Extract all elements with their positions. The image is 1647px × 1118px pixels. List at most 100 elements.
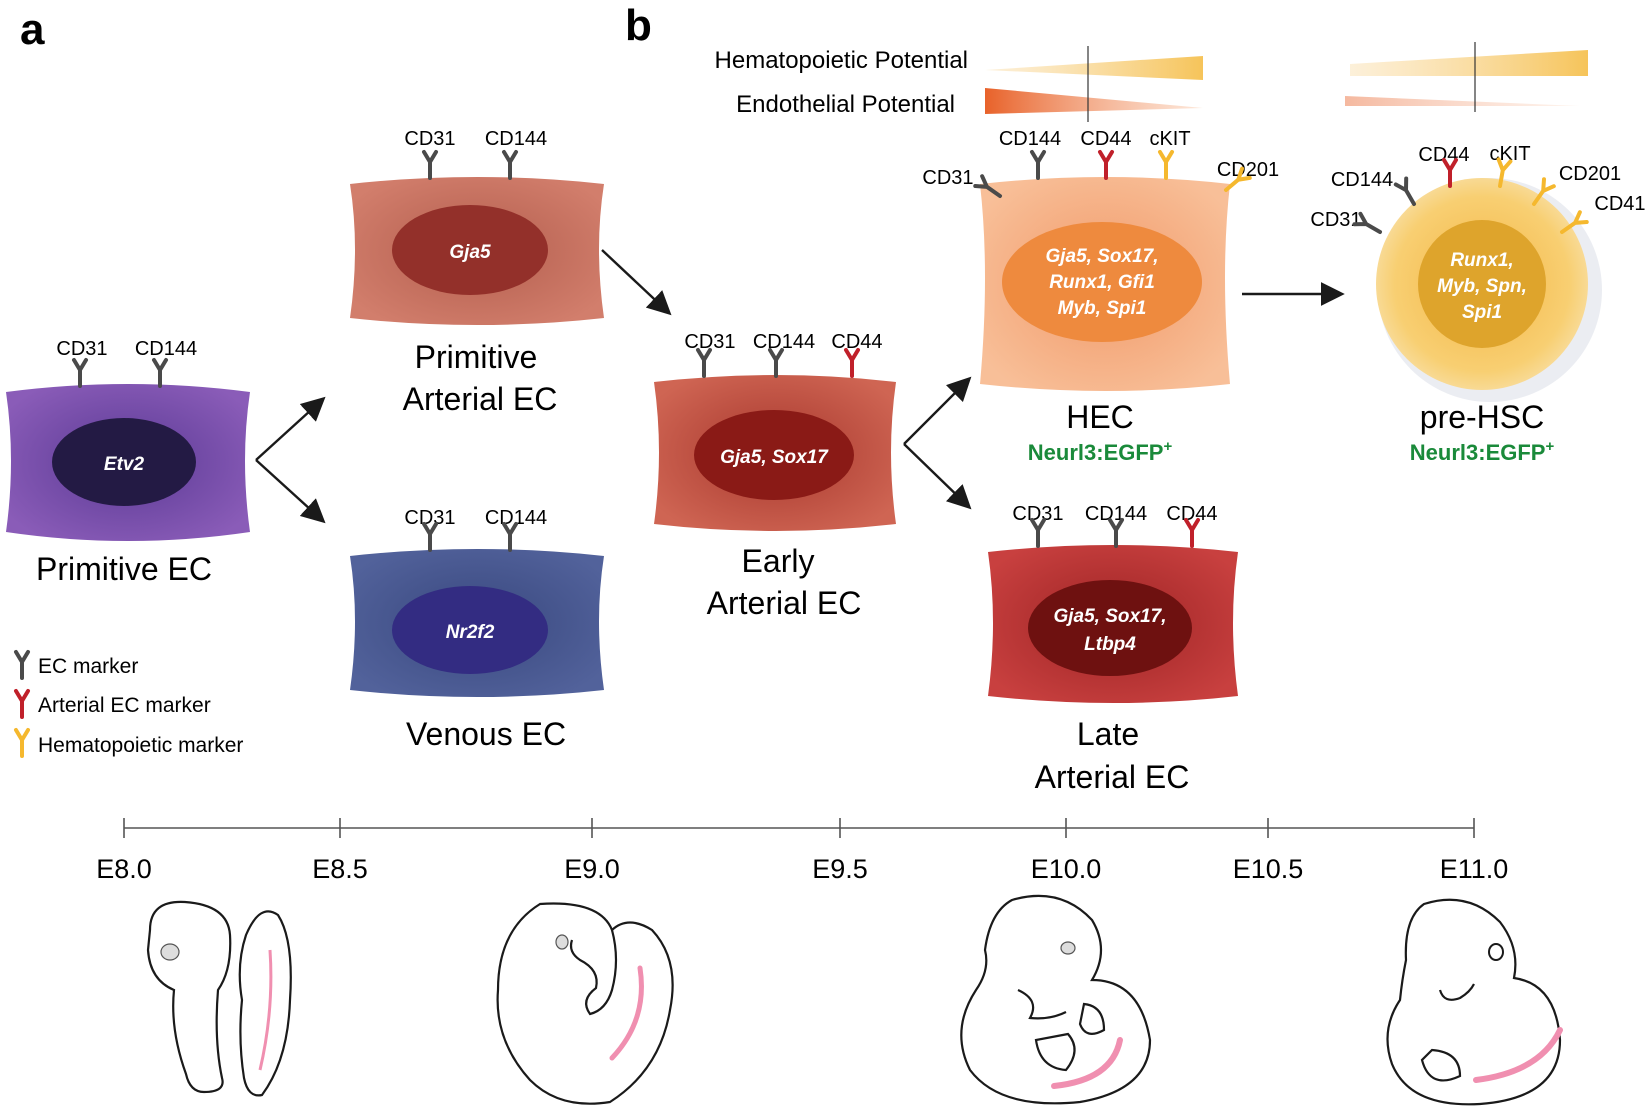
venous-cd31-glyph	[422, 522, 438, 552]
early-arterial-cd31-glyph	[696, 348, 712, 378]
timeline-tick-label: E8.5	[312, 854, 368, 884]
hec-gene-line3: Myb, Spi1	[1058, 298, 1147, 319]
legend: EC marker Arterial EC marker Hematopoiet…	[14, 650, 243, 758]
venous-ec-cell: Nr2f2 CD31 CD144 Venous EC	[350, 507, 604, 752]
endothelial-potential-label: Endothelial Potential	[736, 91, 955, 118]
marker-glyph-layer	[72, 150, 1589, 552]
embryo-e8	[146, 900, 292, 1097]
late-arterial-ec-marker-cd44: CD44	[1166, 503, 1217, 525]
hec-marker-ckit: cKIT	[1149, 128, 1190, 150]
legend-label-hematopoietic-marker: Hematopoietic marker	[38, 734, 243, 757]
early-arterial-ec-marker-cd44: CD44	[831, 331, 882, 353]
hec-reporter: Neurl3:EGFP+	[1028, 438, 1173, 465]
hec-gene-line1: Gja5, Sox17,	[1045, 246, 1158, 267]
hec-marker-cd144: CD144	[999, 128, 1061, 150]
late-arterial-ec-marker-cd31: CD31	[1012, 503, 1063, 525]
primitive-ec-marker-cd144: CD144	[135, 338, 197, 360]
legend-glyph-2	[14, 728, 30, 758]
primitive-ec-marker-cd31: CD31	[56, 338, 107, 360]
primitive-arterial-ec-gene: Gja5	[449, 242, 491, 263]
timeline-tick-label: E8.0	[96, 854, 152, 884]
pre-hsc-cell: Runx1, Myb, Spn, Spi1 CD31 CD144 CD44 cK…	[1310, 143, 1645, 465]
early-arterial-ec-cell: Gja5, Sox17 CD31 CD144 CD44 Early Arteri…	[654, 331, 896, 621]
pre-hsc-cd31-glyph	[1352, 211, 1382, 234]
endothelial-potential-wedge-prehsc	[1345, 96, 1580, 106]
embryo-e11-vessel	[1473, 1027, 1563, 1083]
panel-label-a: a	[20, 5, 45, 54]
venous-ec-nucleus	[392, 586, 548, 674]
late-arterial-cd144-glyph	[1108, 518, 1124, 548]
venous-cd144-glyph	[502, 522, 518, 552]
hec-cd44-glyph	[1098, 150, 1114, 180]
hematopoietic-potential-label: Hematopoietic Potential	[715, 47, 968, 74]
primitive-ec-cd144-glyph	[152, 358, 168, 388]
hec-cd31-glyph	[973, 174, 1002, 198]
hec-gene-line2: Runx1, Gfi1	[1049, 272, 1155, 293]
early-arterial-ec-marker-cd144: CD144	[753, 331, 815, 353]
primitive-arterial-ec-label-line1: Primitive	[415, 339, 538, 375]
early-arterial-cd44-glyph	[844, 348, 860, 378]
pre-hsc-marker-cd41: CD41	[1594, 193, 1645, 215]
embryo-e9	[496, 902, 674, 1105]
arrow-early-to-late	[903, 443, 972, 510]
venous-ec-marker-cd31: CD31	[404, 507, 455, 529]
hematopoietic-potential-wedge-prehsc	[1350, 50, 1588, 76]
hec-label: HEC	[1066, 399, 1134, 435]
timeline-tick-label: E11.0	[1440, 854, 1509, 884]
hec-marker-cd201: CD201	[1217, 159, 1279, 181]
primitive-ec-cd31-glyph	[72, 358, 88, 388]
hec-marker-cd31: CD31	[922, 167, 973, 189]
late-arterial-ec-nucleus	[1028, 580, 1192, 676]
primitive-ec-cell: Etv2 CD31 CD144 Primitive EC	[6, 338, 250, 587]
legend-label-ec-marker: EC marker	[38, 655, 138, 678]
venous-ec-gene: Nr2f2	[446, 622, 495, 643]
primitive-ec-gene: Etv2	[104, 454, 145, 475]
endothelial-potential-wedge-hec	[985, 88, 1203, 114]
hec-ckit-glyph	[1158, 150, 1174, 180]
late-arterial-ec-marker-cd144: CD144	[1085, 503, 1147, 525]
primitive-ec-nucleus	[52, 418, 196, 506]
hec-cell: Gja5, Sox17, Runx1, Gfi1 Myb, Spi1 CD31 …	[922, 128, 1279, 465]
pre-hsc-cd144-glyph	[1393, 176, 1416, 206]
primitive-arterial-ec-cell: Gja5 CD31 CD144 Primitive Arterial EC	[350, 128, 604, 417]
panel-label-b: b	[625, 1, 652, 50]
lineage-arrows	[255, 249, 1345, 524]
arrow-primitive-to-arterial	[255, 396, 326, 461]
pre-hsc-gene-line1: Runx1,	[1450, 250, 1513, 271]
embryo-e8-vessel	[258, 949, 273, 1071]
arrow-primitive-to-venous	[255, 459, 326, 524]
hematopoietic-potential-wedge-hec	[985, 56, 1203, 80]
late-arterial-cd44-glyph	[1184, 518, 1200, 548]
hec-cd144-glyph	[1030, 150, 1046, 180]
embryo-e10	[960, 894, 1152, 1105]
arrow-early-to-hec	[903, 376, 972, 445]
pre-hsc-marker-cd201: CD201	[1559, 163, 1621, 185]
pre-hsc-gene-line2: Myb, Spn,	[1437, 276, 1527, 297]
primitive-arterial-ec-marker-cd31: CD31	[404, 128, 455, 150]
late-arterial-ec-gene-line2: Ltbp4	[1084, 634, 1136, 655]
pre-hsc-cd41-glyph	[1560, 210, 1589, 234]
early-arterial-ec-label-line1: Early	[742, 543, 815, 579]
timeline-tick-label: E10.0	[1031, 854, 1102, 884]
primitive-arterial-ec-marker-cd144: CD144	[485, 128, 547, 150]
legend-label-arterial-marker: Arterial EC marker	[38, 694, 211, 717]
pre-hsc-cd44-glyph	[1442, 158, 1458, 188]
late-arterial-ec-label-line2: Arterial EC	[1035, 759, 1190, 795]
late-arterial-ec-cell: Gja5, Sox17, Ltbp4 CD31 CD144 CD44 Late …	[988, 503, 1238, 795]
pre-hsc-gene-line3: Spi1	[1462, 302, 1502, 323]
venous-ec-marker-cd144: CD144	[485, 507, 547, 529]
late-arterial-ec-label-line1: Late	[1077, 716, 1139, 752]
pre-hsc-cd201-glyph	[1532, 177, 1556, 206]
pre-hsc-nucleus	[1418, 220, 1546, 348]
pre-hsc-marker-cd144: CD144	[1331, 169, 1393, 191]
pre-hsc-reporter: Neurl3:EGFP+	[1410, 438, 1555, 465]
early-arterial-ec-nucleus	[694, 410, 854, 500]
pre-hsc-marker-cd31: CD31	[1310, 209, 1361, 231]
arrow-arterial-to-early	[601, 249, 672, 316]
early-arterial-ec-marker-cd31: CD31	[684, 331, 735, 353]
early-arterial-ec-gene: Gja5, Sox17	[720, 447, 829, 468]
pre-hsc-ckit-glyph	[1496, 157, 1513, 188]
primitive-arterial-ec-label-line2: Arterial EC	[403, 381, 558, 417]
hec-marker-cd44: CD44	[1080, 128, 1131, 150]
